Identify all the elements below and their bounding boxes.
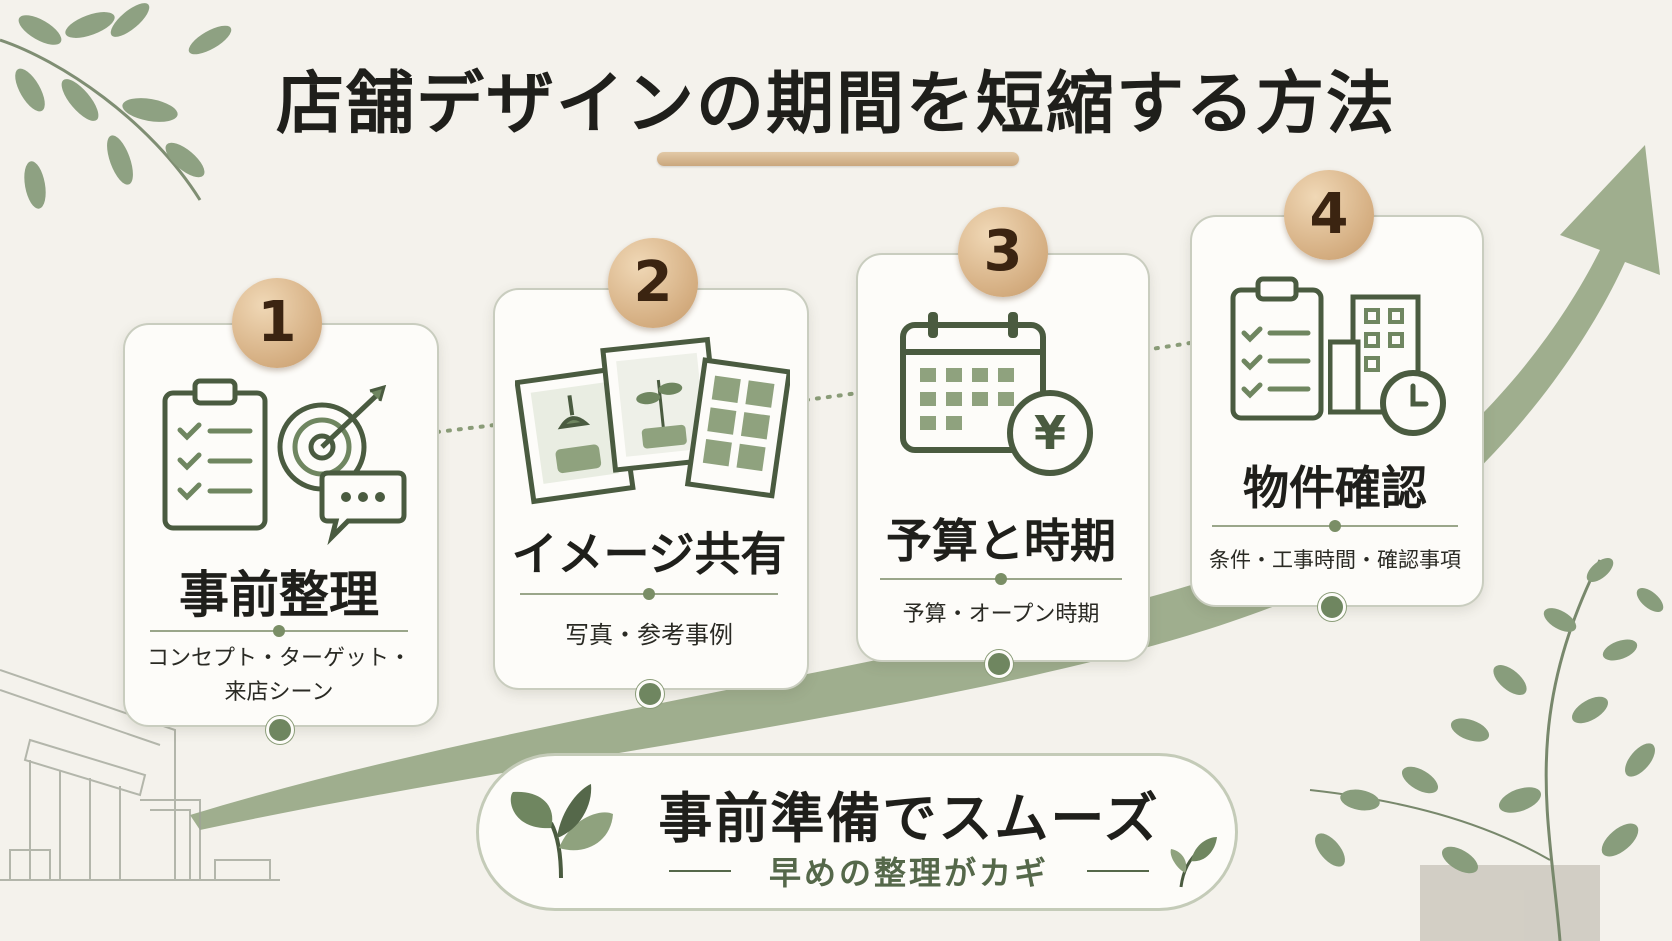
growth-arrow (190, 145, 1660, 830)
step-subtitle-1b: 来店シーン (224, 680, 334, 705)
page-title: 店舗デザインの期間を短縮する方法 (275, 65, 1396, 144)
step-divider-1 (150, 625, 408, 637)
clock-icon (1380, 370, 1446, 436)
step-subtitle-4: 条件・工事時間・確認事項 (1209, 548, 1461, 572)
timeline-node-4 (1318, 593, 1346, 621)
step-divider-4 (1212, 520, 1458, 532)
yen-icon: ¥ (1007, 390, 1093, 476)
step-subtitle-3: 予算・オープン時期 (902, 602, 1100, 627)
speech-bubble-icon (319, 470, 407, 545)
photo-icon (515, 336, 790, 505)
step-badge-3: 3 (958, 207, 1048, 297)
leaf-icon (510, 784, 613, 879)
step-badge-1: 1 (232, 278, 322, 368)
calendar-icon (900, 312, 1046, 453)
summary-main-text: 事前準備でスムーズ (658, 787, 1160, 850)
step-divider-3 (880, 573, 1122, 585)
summary-pill: 事前準備でスムーズ 早めの整理がカギ (476, 753, 1238, 911)
step-title-2: イメージ共有 (511, 527, 787, 581)
timeline-node-2 (636, 680, 664, 708)
leaves-top-left (0, 3, 232, 209)
title-underline (657, 152, 1019, 166)
timeline-node-3 (985, 650, 1013, 678)
svg-text:¥: ¥ (1034, 406, 1066, 460)
potted-plant (1309, 558, 1664, 941)
storefront-sketch (0, 669, 280, 881)
step-title-3: 予算と時期 (886, 514, 1116, 568)
step-subtitle-2: 写真・参考事例 (565, 621, 733, 649)
timeline-node-1 (266, 716, 294, 744)
step-badge-2: 2 (608, 238, 698, 328)
step-title-4: 物件確認 (1243, 461, 1427, 515)
step-divider-2 (520, 588, 778, 600)
step-card-1 (123, 323, 439, 727)
sprout-icon (1170, 837, 1217, 888)
step-badge-4: 4 (1284, 170, 1374, 260)
step-title-1: 事前整理 (179, 566, 379, 624)
summary-sub-text: 早めの整理がカギ (649, 848, 1169, 894)
clipboard-checklist-icon (162, 378, 268, 531)
step-card-3 (856, 253, 1150, 662)
step-subtitle-1a: コンセプト・ターゲット・ (146, 646, 411, 671)
clipboard-checklist-icon (1230, 276, 1324, 421)
